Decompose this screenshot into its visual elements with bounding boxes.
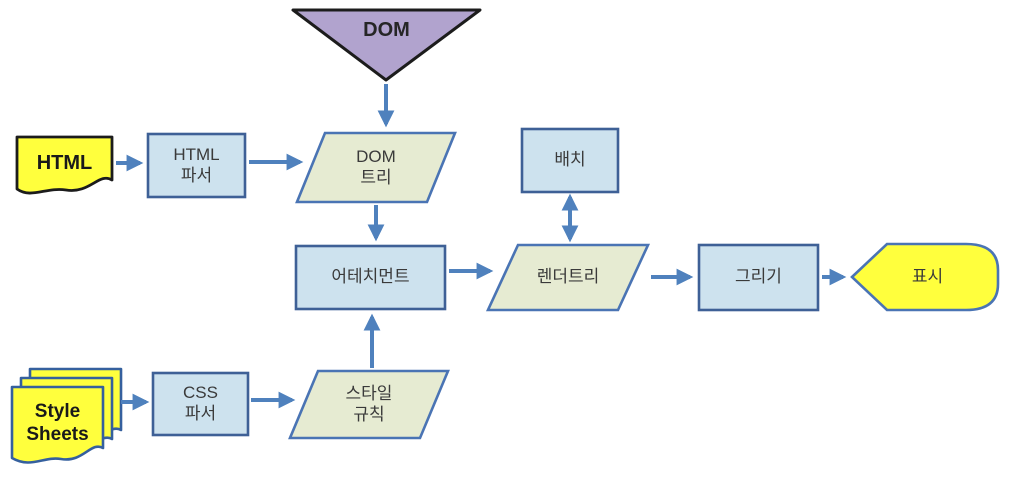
style-rules-parallelogram-shape [288, 369, 450, 440]
painting-box-shape [697, 243, 820, 312]
html-document-shape [15, 135, 114, 195]
display-shape [850, 242, 1000, 312]
dom-triangle-shape [291, 8, 482, 82]
html-parser-box-shape [146, 132, 247, 199]
dom-tree-parallelogram-shape [295, 131, 457, 204]
stylesheet-document-front-shape [10, 385, 105, 464]
render-tree-parallelogram-shape [485, 243, 651, 312]
css-parser-box-shape [151, 371, 250, 437]
attachment-box-shape [294, 244, 447, 311]
layout-box-shape [520, 127, 620, 194]
